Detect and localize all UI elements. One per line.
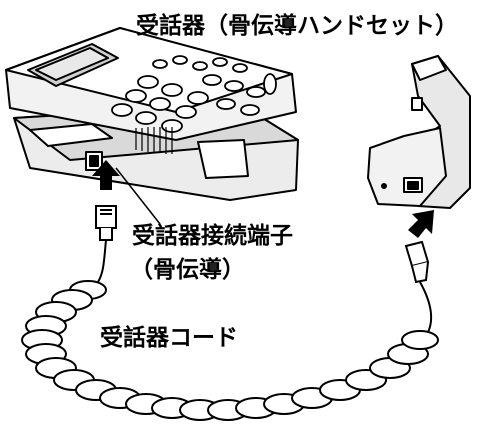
label-connector-bone-conduction: （骨伝導）: [130, 257, 245, 283]
insert-arrow-base: [92, 160, 120, 190]
modular-plug-right: [404, 240, 430, 284]
modular-plug-left: [95, 205, 117, 241]
leader-connector: [115, 167, 161, 225]
telephone-base: [5, 27, 299, 201]
label-handset: 受話器（骨伝導ハンドセット）: [136, 13, 458, 39]
handset: [367, 55, 471, 209]
label-cord: 受話器コード: [100, 325, 238, 351]
insert-arrow-handset: [408, 210, 434, 238]
label-connector: 受話器接続端子: [132, 223, 293, 249]
leader-lines: [115, 167, 161, 225]
coiled-cord: [21, 239, 439, 421]
